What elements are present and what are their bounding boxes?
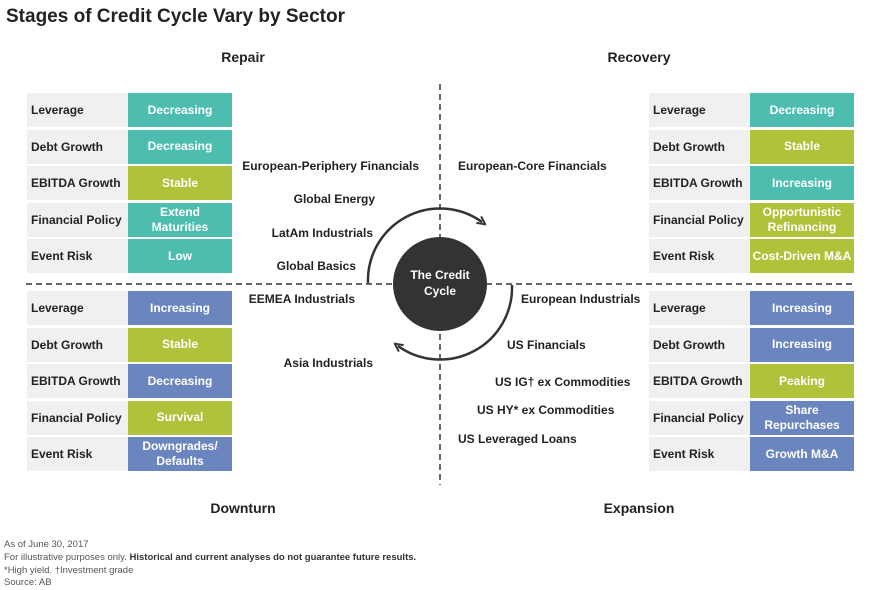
sector-label: US HY* ex Commodities [477,403,615,417]
sector-label: Asia Industrials [283,356,373,370]
page-title: Stages of Credit Cycle Vary by Sector [6,6,345,27]
sector-label: European Industrials [521,292,641,306]
footer-source: Source: AB [4,577,52,588]
footer-notes: *High yield. †Investment grade [4,565,134,576]
sector-label: Global Basics [276,259,356,273]
sector-label: Global Energy [293,192,375,206]
sector-label: EEMEA Industrials [248,292,355,306]
quadrant-title-expansion: Expansion [603,500,675,516]
quadrant-title-recovery: Recovery [607,49,671,65]
cycle-arrow-top [366,207,482,284]
sector-label: US Financials [507,338,586,352]
quadrant-title-downturn: Downturn [210,500,276,516]
cycle-arrow-bottom [398,284,514,361]
footer-disclaimer: For illustrative purposes only. Historic… [4,552,417,563]
credit-cycle-circle [393,237,487,331]
sector-label: US Leveraged Loans [458,432,577,446]
sector-label: European-Periphery Financials [242,159,419,173]
credit-cycle-label: The Credit Cycle [410,268,470,299]
sector-label: US IG† ex Commodities [495,375,631,389]
footer-date: As of June 30, 2017 [4,539,89,550]
quadrant-title-repair: Repair [221,49,265,65]
sector-label: LatAm Industrials [271,226,373,240]
sector-label: European-Core Financials [458,159,607,173]
